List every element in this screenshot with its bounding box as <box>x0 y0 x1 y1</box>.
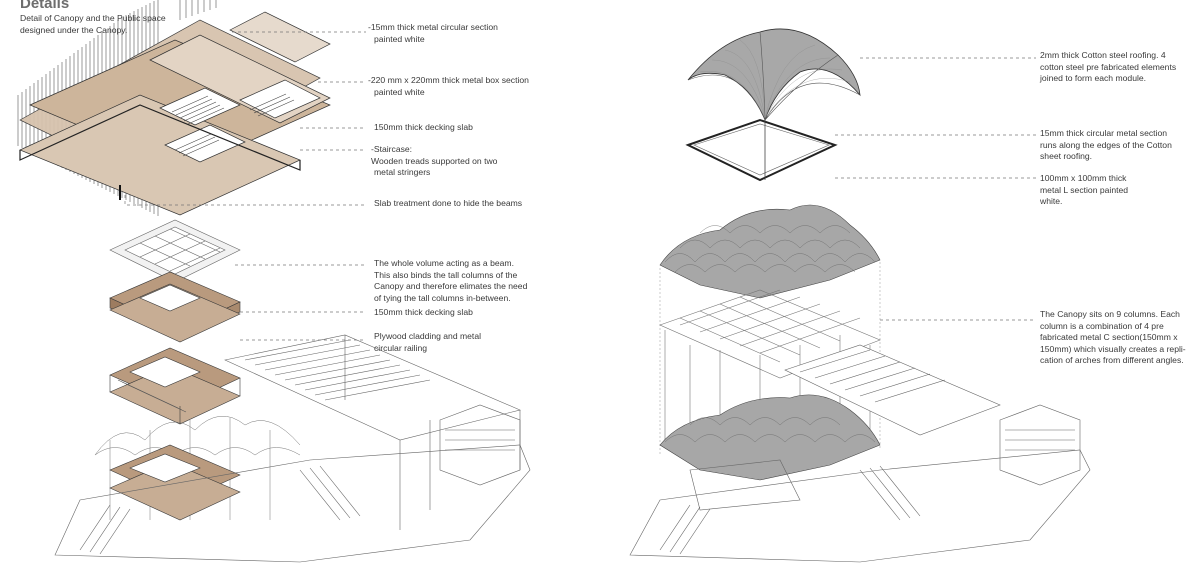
callout-line: Slab treatment done to hide the beams <box>374 198 523 208</box>
callout-roofing: 2mm thick Cotton steel roofing. 4 cotton… <box>1040 50 1194 85</box>
callout-line: The whole volume acting as a beam. <box>374 258 514 268</box>
callout-line: Wooden treads supported on two <box>371 155 498 166</box>
page-title: Details <box>20 0 70 12</box>
canopy-detail-axonometric <box>17 0 331 216</box>
callout-line: The Canopy sits on 9 columns. Each <box>1040 309 1180 319</box>
callout-line: joined to form each module. <box>1040 73 1147 84</box>
callout-line: white. <box>1040 196 1063 207</box>
canopy-assembly-right <box>629 204 1091 563</box>
callout-slab-treatment: Slab treatment done to hide the beams <box>374 198 522 210</box>
callout-line: metal stringers <box>374 167 431 178</box>
callout-line: Canopy and therefore elimates the need <box>374 281 528 292</box>
callout-plywood-cladding: Plywood cladding and metal circular rail… <box>374 331 481 354</box>
callout-circular-section: -15mm thick metal circular section paint… <box>368 22 498 45</box>
callout-volume-beam: The whole volume acting as a beam. This … <box>374 258 536 304</box>
railing-stack <box>109 347 241 425</box>
exploded-structure-left <box>54 219 531 563</box>
umbrella-module <box>685 28 861 182</box>
building-left <box>54 334 531 563</box>
callout-line: column is a combination of 4 pre <box>1040 320 1164 331</box>
callout-line: 150mm thick decking slab <box>374 122 473 132</box>
callout-line: cation of arches from different angles. <box>1040 355 1184 366</box>
callout-line: 150mm) which visually creates a repli- <box>1040 343 1186 354</box>
callout-staircase: -Staircase: Wooden treads supported on t… <box>371 144 497 179</box>
callout-box-section: -220 mm x 220mm thick metal box section … <box>368 75 529 98</box>
callout-line: fabricated metal C section(150mm x <box>1040 332 1178 343</box>
callout-columns: The Canopy sits on 9 columns. Each colum… <box>1040 309 1194 367</box>
callout-line: runs along the edges of the Cotton <box>1040 139 1172 150</box>
roof-grid <box>109 219 241 283</box>
intro-line: Detail of Canopy and the Public space <box>20 13 166 23</box>
callout-circular-edge: 15mm thick circular metal section runs a… <box>1040 128 1194 163</box>
callout-line: painted white <box>374 86 425 97</box>
ring-frame <box>685 118 838 182</box>
callout-line: metal L section painted <box>1040 184 1129 195</box>
callout-line: cotton steel pre fabricated elements <box>1040 61 1177 72</box>
callout-decking-slab-top: 150mm thick decking slab <box>374 122 473 134</box>
callout-line: circular railing <box>374 342 428 353</box>
callout-line: -15mm thick metal circular section <box>368 22 498 32</box>
callout-l-section: 100mm x 100mm thick metal L section pain… <box>1040 173 1128 208</box>
decking-slab-stack <box>109 271 241 343</box>
callout-line: of tying the tall columns in-between. <box>374 292 511 303</box>
callout-line: sheet roofing. <box>1040 151 1093 162</box>
callout-line: 2mm thick Cotton steel roofing. 4 <box>1040 50 1166 60</box>
leader-lines <box>124 31 1036 341</box>
callout-line: Plywood cladding and metal <box>374 331 482 341</box>
callout-line: -220 mm x 220mm thick metal box section <box>368 75 529 85</box>
intro-line: designed under the Canopy. <box>20 24 128 35</box>
callout-line: 15mm thick circular metal section <box>1040 128 1168 138</box>
callout-line: painted white <box>374 33 425 44</box>
callout-line: 100mm x 100mm thick <box>1040 173 1127 183</box>
callout-line: 150mm thick decking slab <box>374 307 473 317</box>
intro-text: Detail of Canopy and the Public space de… <box>20 13 188 36</box>
callout-line: -Staircase: <box>371 144 413 154</box>
callout-decking-slab: 150mm thick decking slab <box>374 307 473 319</box>
callout-line: This also binds the tall columns of the <box>374 269 518 280</box>
